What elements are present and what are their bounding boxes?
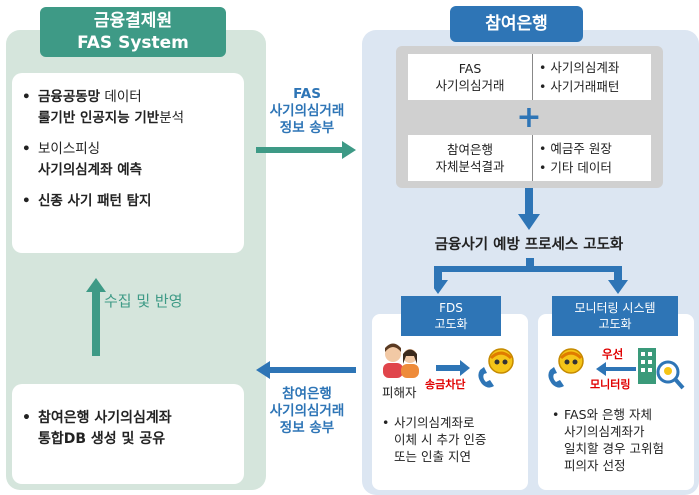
fds-panel [372,314,528,490]
feature-2-line1: 보이스피싱 [38,141,101,157]
feature-1-line2-bold: 룰기반 인공지능 기반 [38,110,160,126]
shared-db-line1: 참여은행 사기의심계좌 [38,410,172,426]
fas-item: • 사기거래패턴 [539,79,620,94]
feature-1-rest: 데이터 [100,89,142,105]
monitoring-panel [538,314,694,490]
shared-db-item: • 참여은행 사기의심계좌 통합DB 생성 및 공유 [22,410,172,447]
branch-arrows-icon [434,258,628,294]
feature-2-line2: 사기의심계좌 예측 [38,162,143,178]
bank-item: • 예금주 원장 [539,141,612,156]
up-arrow-icon [86,278,106,356]
fas-feature-card: • 금융공동망 데이터 룰기반 인공지능 기반분석 • 보이스피싱 사기의심계좌… [12,73,244,253]
down-arrow-icon [518,188,540,230]
feature-item: • 보이스피싱 사기의심계좌 예측 [22,141,143,178]
bank-magnifier-icon [638,348,685,390]
feature-3-bold: 신종 사기 패턴 탐지 [38,193,152,209]
fds-header: FDS 고도화 [401,296,501,336]
collect-reflect-label: 수집 및 반영 [104,292,183,310]
monitoring-description: • FAS와 은행 자체 사기의심계좌가 일치할 경우 고위험 피의자 선정 [552,407,664,473]
phone-suspect-icon [548,348,584,388]
left-arrow-icon [256,361,356,379]
feature-1-bold: 금융공동망 [38,89,101,105]
participating-bank-title: 참여은행 [450,6,583,42]
fds-description: • 사기의심계좌로 이체 시 추가 인증 또는 인출 지연 [382,415,487,464]
fas-suspicious-box: FAS 사기의심거래 • 사기의심계좌 • 사기거래패턴 [408,54,651,100]
feature-item: • 금융공동망 데이터 룰기반 인공지능 기반분석 [22,89,185,126]
feature-1-line2-rest: 분석 [159,110,185,126]
bottom-arrow-label: 참여은행 사기의심거래 정보 송부 [269,386,345,436]
shared-db-line2: 통합DB 생성 및 공유 [38,431,166,447]
fas-title-english: FAS System [77,33,189,53]
victim-label: 피해자 [382,385,417,400]
bank-item: • 기타 데이터 [539,160,612,175]
fas-title-korean: 금융결제원 [93,11,173,31]
right-arrow-icon [256,141,356,159]
bank-analysis-box: 참여은행 자체분석결과 • 예금주 원장 • 기타 데이터 [408,135,651,181]
block-transfer-label: 송금차단 [425,378,466,391]
priority-label: 우선 [602,347,624,361]
monitoring-label: 모니터링 [590,378,631,391]
fas-system-title: 금융결제원 FAS System [40,7,226,57]
top-arrow-label: FAS 사기의심거래 정보 송부 [269,86,345,136]
transfer-arrow-icon [436,360,470,376]
feature-item: • 신종 사기 패턴 탐지 [22,191,234,212]
shared-db-card: • 참여은행 사기의심계좌 통합DB 생성 및 공유 [12,384,244,484]
process-title: 금융사기 예방 프로세스 고도화 [434,237,624,253]
victim-people-icon [383,343,419,378]
phone-fraudster-icon [478,348,514,388]
plus-icon: + [516,100,542,135]
fas-item: • 사기의심계좌 [539,60,620,75]
monitor-arrow-icon [596,362,636,376]
monitoring-header: 모니터링 시스템 고도화 [552,296,678,336]
